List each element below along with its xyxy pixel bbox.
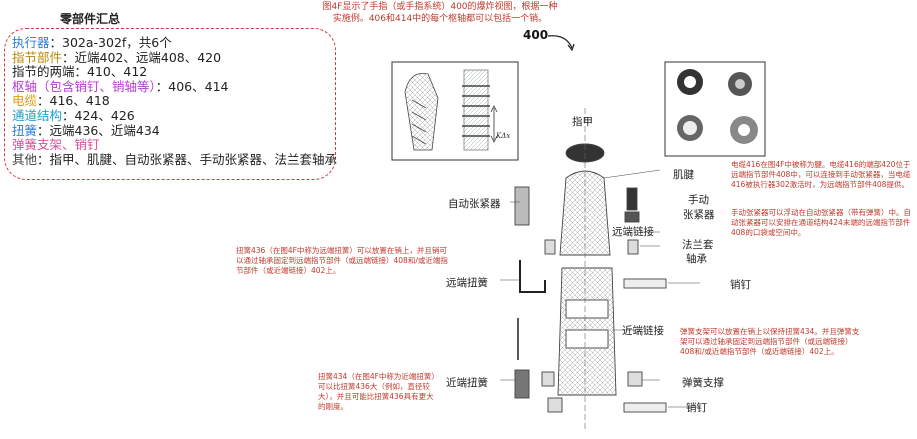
- manual-tensioner-note: 手动张紧器可以浮动在自动张紧器（带有弹簧）中。自动张紧器可以安排在通道结构424…: [731, 208, 911, 237]
- manual-tensioner-label-2: 张紧器: [683, 209, 715, 221]
- flange-bearing-label-2: 轴承: [686, 253, 707, 265]
- pin-label-2: 销钉: [686, 402, 707, 414]
- distal-spring-part: [519, 260, 546, 293]
- summary-line: 枢轴（包含销钉、销轴等）：406、414: [12, 76, 228, 95]
- summary-line: 弹簧支架、销钉: [12, 134, 100, 153]
- reference-arrow: [547, 35, 573, 49]
- summary-line-value: ：近端402、远端408、420: [62, 49, 222, 65]
- distal-link-label: 远端链接: [612, 226, 654, 238]
- tendon-label: 肌腱: [673, 169, 694, 181]
- parts-summary-panel: [4, 28, 336, 180]
- flange-bearing-label-1: 法兰套: [682, 239, 714, 251]
- manual-tensioner-part: [626, 187, 638, 211]
- pulley-inset: [664, 61, 766, 157]
- auto-tensioner-label: 自动张紧器: [448, 198, 501, 210]
- summary-line-key: 扭簧: [12, 122, 38, 138]
- summary-line-value: ：302a-302f，共6个: [49, 35, 172, 50]
- proximal-spring-label: 近端扭簧: [446, 377, 488, 389]
- manual-tensioner-label-1: 手动: [688, 194, 709, 206]
- spring-support-label: 弹簧支撑: [682, 377, 724, 389]
- summary-title: 零部件汇总: [60, 12, 121, 26]
- figure-reference-number: 400: [523, 28, 549, 42]
- auto-tensioner-part: [514, 186, 530, 226]
- figure-caption: 图4F显示了手指（或手指系统）400的爆炸视图，根据一种实施例。406和414中…: [322, 2, 558, 24]
- summary-line-value: ：424、426: [62, 108, 135, 123]
- cable-note: 电缆416在图4F中被称为腱。电缆416的端部420位于远端指节部件408中，可…: [731, 160, 911, 189]
- summary-line-key: 枢轴（包含销钉、销轴等）: [12, 78, 156, 94]
- spring-support-note: 弹簧支架可以放置在销上以保持扭簧434。并且弹簧支架可以通过轴承固定到远端指节部…: [680, 327, 860, 356]
- summary-line: 执行器：302a-302f，共6个: [12, 32, 172, 51]
- summary-line-key: 弹簧支架、销钉: [12, 137, 100, 153]
- summary-line-value: ：416、418: [37, 93, 110, 109]
- finger-parts: [514, 143, 667, 413]
- summary-line-key: 指节部件: [12, 49, 63, 65]
- leader-lines: [500, 169, 700, 408]
- distal-spring-label: 远端扭簧: [446, 277, 488, 289]
- stiffness-label: KΔx: [495, 132, 510, 140]
- nail-label: 指甲: [572, 116, 593, 128]
- summary-line: 电缆：416、418: [12, 90, 110, 109]
- summary-line: 通道结构：424、426: [12, 105, 135, 124]
- summary-line-value: ：指甲、肌腱、自动张紧器、手动张紧器、法兰套轴承: [37, 151, 338, 167]
- summary-line-key: 其他: [12, 151, 38, 167]
- summary-line: 其他：指甲、肌腱、自动张紧器、手动张紧器、法兰套轴承: [12, 149, 337, 168]
- summary-line-value: ：406、414: [155, 78, 229, 94]
- pin-part-2: [623, 402, 667, 413]
- proximal-spring-part: [514, 369, 530, 399]
- actuator-inset: [391, 61, 519, 161]
- distal-spring-note: 扭簧436（在图4F中称为远端扭簧）可以放置在销上，并且销可以通过轴承固定到远端…: [236, 246, 448, 275]
- proximal-link-label: 近端链接: [622, 325, 664, 337]
- pin-part-1: [623, 278, 667, 289]
- summary-line: 指节的两端：410、412: [12, 61, 147, 80]
- summary-line-value: ：410、412: [74, 64, 148, 80]
- summary-line: 扭簧：远端436、近端434: [12, 120, 160, 139]
- summary-line-key: 指节的两端: [12, 64, 75, 80]
- summary-line-value: ：远端436、近端434: [37, 122, 160, 138]
- summary-line-key: 电缆: [12, 93, 38, 109]
- summary-line: 指节部件：近端402、远端408、420: [12, 47, 221, 66]
- pin-label-1: 销钉: [730, 279, 751, 291]
- summary-line-key: 通道结构: [12, 108, 63, 123]
- summary-line-key: 执行器: [12, 35, 50, 50]
- proximal-spring-note: 扭簧434（在图4F中称为近端扭簧）可以比扭簧436大（例如，直径较大），并且可…: [318, 372, 436, 411]
